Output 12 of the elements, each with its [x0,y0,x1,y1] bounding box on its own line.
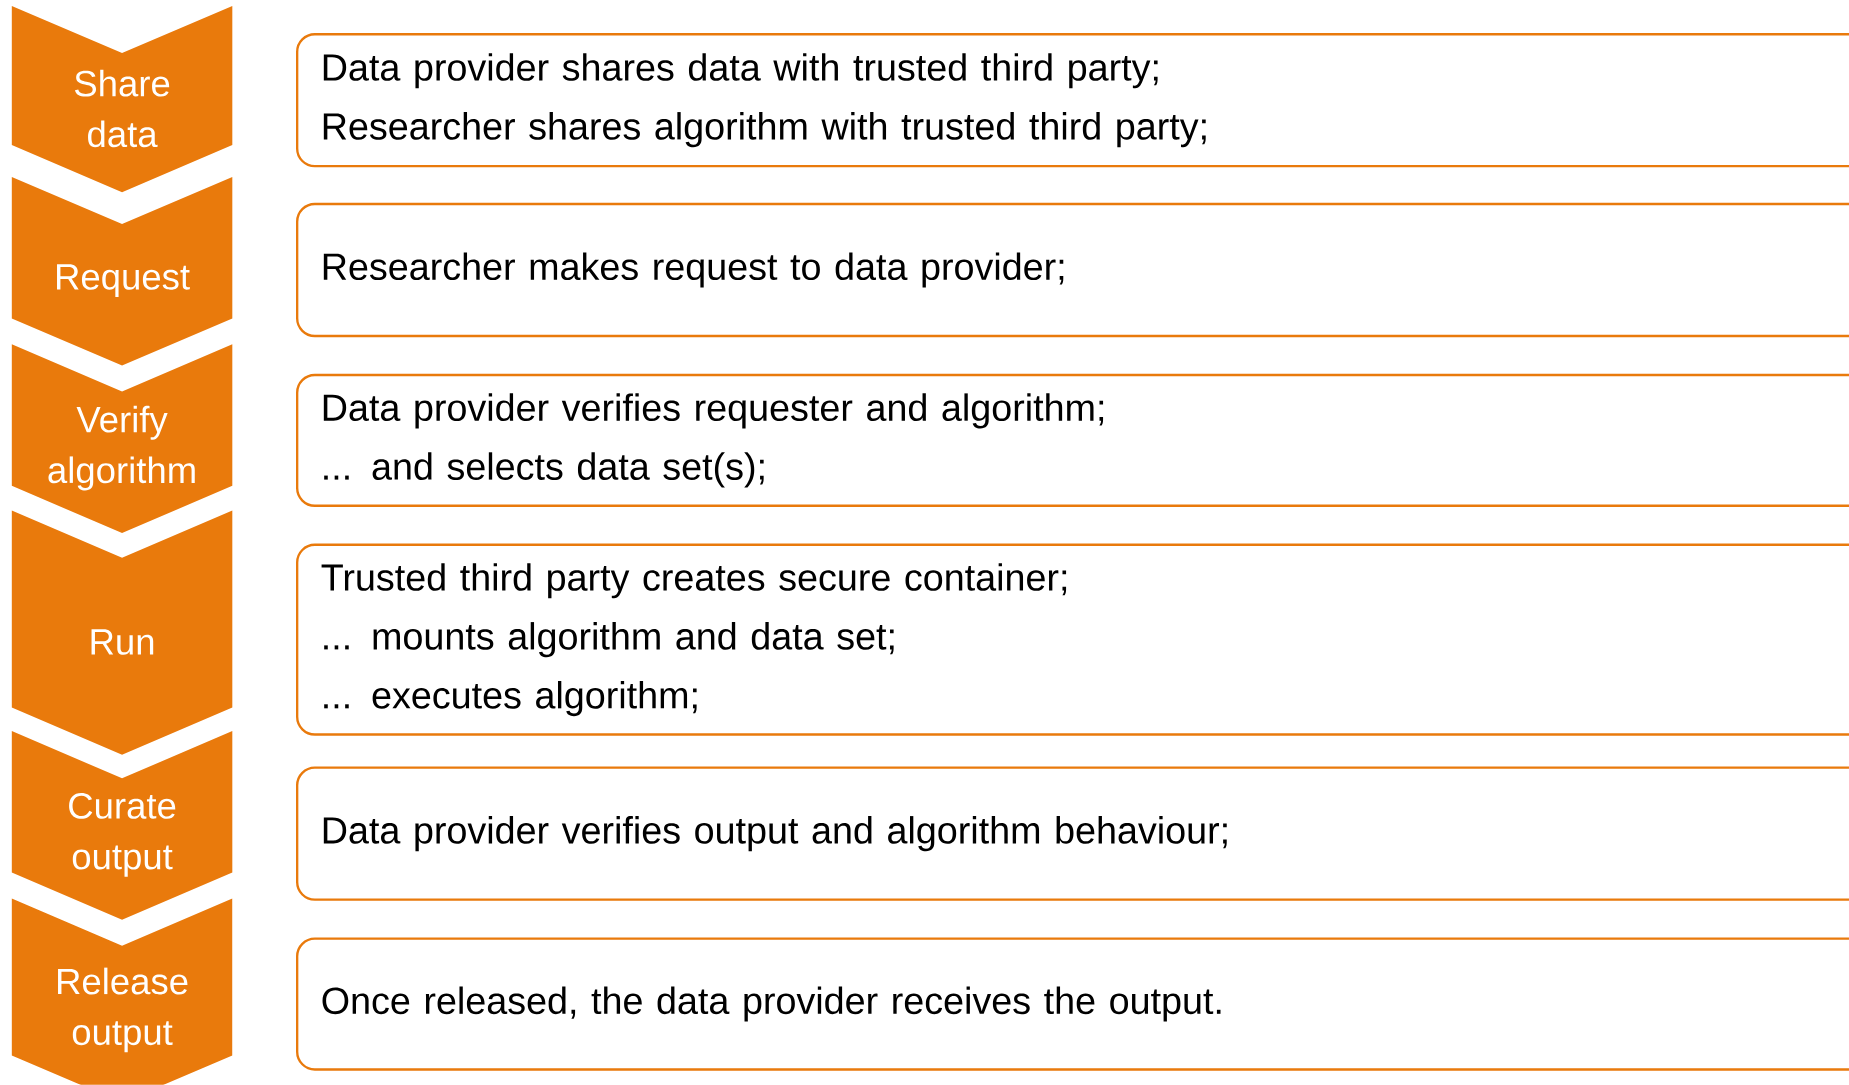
step-label: Request [57,264,190,298]
step-label: Release output [58,967,188,1053]
text-box: Data provider shares data with trusted third party; Researcher shares algorithm with trusted third party; [296,33,1849,168]
text-box: Once released, the data provider receives the output. [296,937,1849,1071]
text-box: Researcher makes request to data provider; [296,202,1849,338]
step-label: Share data [74,69,170,148]
step-label: Run [91,629,154,655]
text-box: Trusted third party creates secure container; ... mounts algorithm and data set; ... executes algorithm; [296,543,1849,736]
text-box: Data provider verifies output and algorithm behaviour; [296,766,1849,901]
step-label: Curate output [69,793,176,877]
text-box: Data provider verifies requester and algorithm; ... and selects data set(s); [296,373,1849,508]
step-label: Verify algorithm [48,405,195,491]
